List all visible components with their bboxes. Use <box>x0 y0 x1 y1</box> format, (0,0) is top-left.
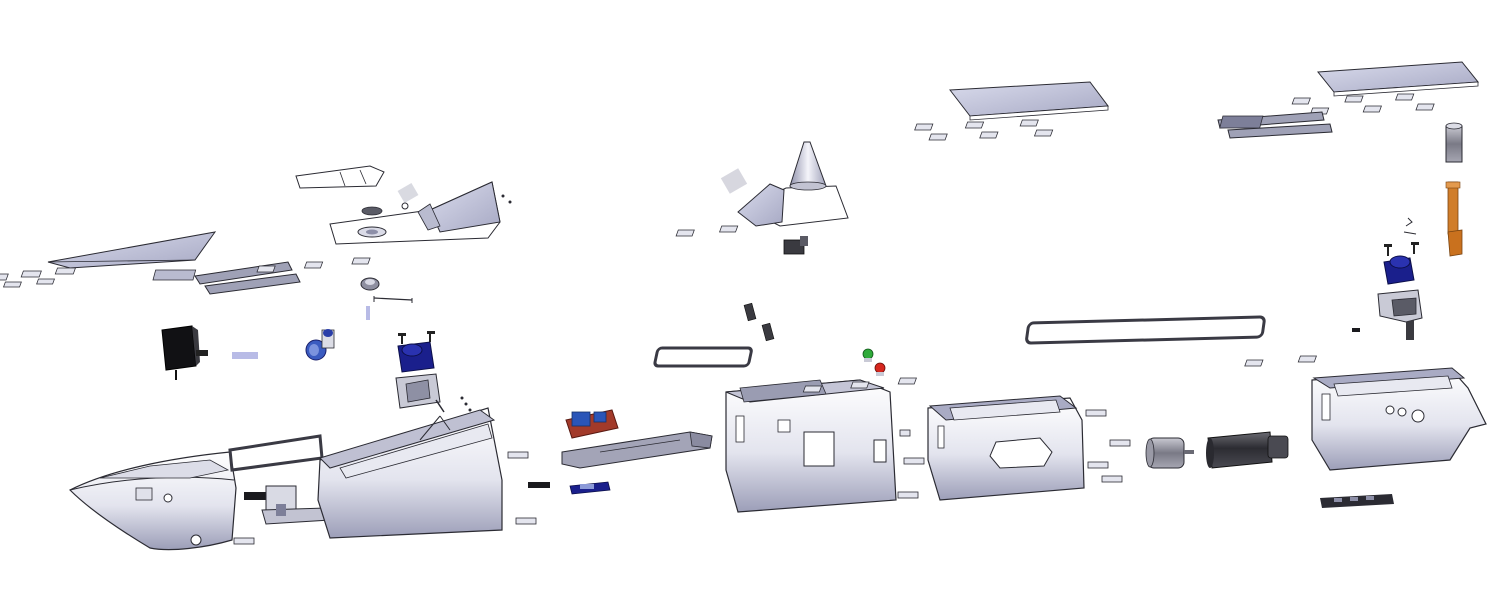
deck-rail-left <box>152 261 301 295</box>
small-linkage <box>1403 217 1417 235</box>
rudder-assembly <box>244 485 331 525</box>
motor-icon <box>1206 431 1289 469</box>
bridge-top-piece <box>295 165 385 189</box>
servo-icon <box>397 331 435 373</box>
bow-hull <box>68 451 237 551</box>
translucent-window-center <box>720 168 748 194</box>
bridge-deck-piece <box>329 181 512 245</box>
deck-clips-stern <box>1244 355 1317 367</box>
mid-hull-section-2 <box>725 379 897 513</box>
stern-plate <box>1320 494 1394 508</box>
deck-panel-center <box>949 81 1109 121</box>
black-pin-left <box>528 482 550 488</box>
long-gasket <box>1025 315 1266 345</box>
deck-clips-panel-right <box>1291 93 1435 115</box>
section-3-clips <box>1085 409 1131 483</box>
light-blue-shaft <box>232 352 258 359</box>
servo-mount-right <box>1352 289 1423 340</box>
gear-part <box>783 236 808 255</box>
center-clips <box>897 429 925 499</box>
rudder-hub <box>360 277 413 303</box>
translucent-window-left <box>397 182 419 204</box>
bow-deck-panel <box>47 231 217 269</box>
deck-panel-right <box>1317 61 1479 97</box>
deck-clips-mid-left <box>256 257 371 273</box>
servo-mount <box>395 373 472 413</box>
deck-clips-center <box>675 225 739 237</box>
servo-right <box>1383 242 1419 285</box>
deck-clips-panel-center <box>914 119 1054 141</box>
pcb-icon <box>565 409 619 439</box>
mid-hull-section-1 <box>228 407 503 539</box>
rudder-orange <box>1445 181 1463 257</box>
blue-connector <box>569 481 611 495</box>
bow-clips <box>233 451 537 545</box>
led-icon <box>862 348 886 376</box>
battery-tray <box>561 431 713 469</box>
mast-tube <box>1445 122 1463 163</box>
blue-coupler <box>305 329 335 361</box>
hatch-gasket <box>653 346 753 368</box>
light-blue-pin <box>366 306 370 320</box>
stern-hull <box>1311 367 1487 471</box>
deck-clips-section-3 <box>802 377 917 393</box>
motor-can <box>1145 437 1194 469</box>
cone-icon <box>737 141 849 227</box>
battery-icon <box>161 325 208 380</box>
mid-hull-section-3 <box>927 395 1085 501</box>
small-bolts <box>743 302 775 342</box>
deck-rail-right <box>1217 111 1333 139</box>
deck-clips-left <box>0 267 77 288</box>
